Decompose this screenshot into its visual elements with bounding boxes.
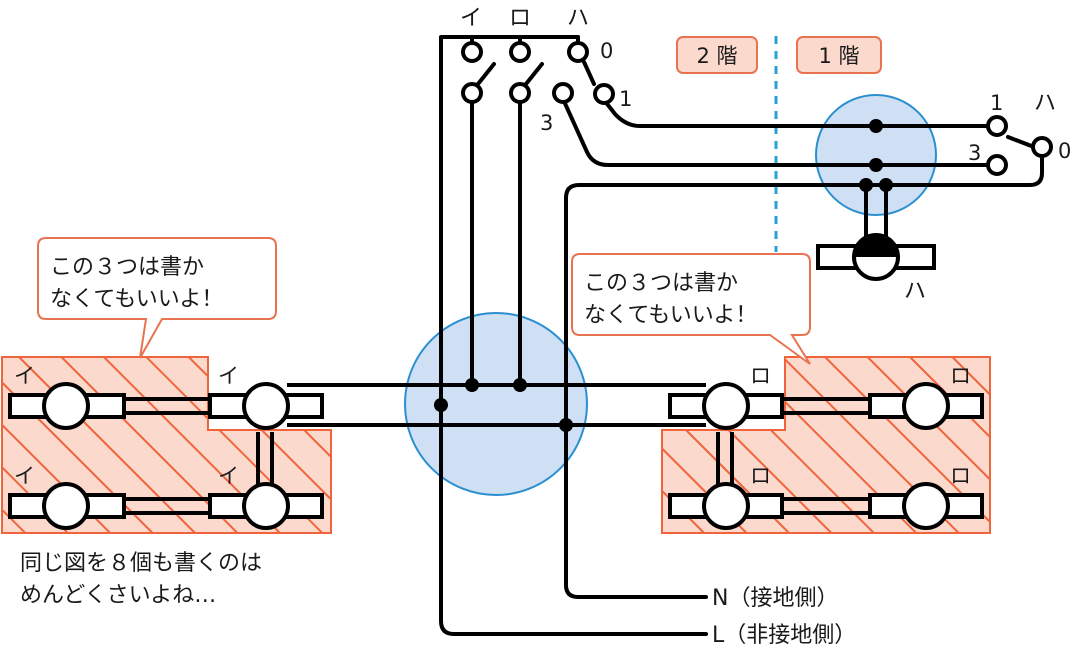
switch-label-ro: ロ xyxy=(509,6,531,31)
lamp-label-ro-tr: ロ xyxy=(950,364,971,388)
upper-contact-label-0: 0 xyxy=(1058,139,1071,163)
bottom-note-line-1: 同じ図を８個も書くのは xyxy=(20,551,262,576)
wires xyxy=(439,35,1044,636)
floor-2-label: 2 階 xyxy=(696,44,737,68)
lamp-label-ro-br: ロ xyxy=(950,464,971,488)
contact-label-3: 3 xyxy=(540,111,553,135)
callout-left-line-1: この３つは書か xyxy=(50,255,204,280)
callout-right-line-2: なくてもいいよ！ xyxy=(584,303,757,328)
floor-1-box xyxy=(796,36,882,74)
callout-right-line-1: この３つは書か xyxy=(584,271,738,296)
floor-2-box xyxy=(676,36,758,74)
junction-box-main xyxy=(404,312,588,496)
contact-label-1: 1 xyxy=(619,87,632,111)
lamp-label-ro-bm: ロ xyxy=(750,464,771,488)
lamp-label-i-tl: イ xyxy=(14,364,35,388)
neutral-label: N（接地側） xyxy=(712,586,838,611)
junction-dots xyxy=(434,119,893,432)
switch-label-i: イ xyxy=(460,6,482,31)
upper-contact-label-3: 3 xyxy=(968,141,981,165)
lamp-label-ro-main: ロ xyxy=(750,364,771,388)
callout-right xyxy=(571,253,811,365)
callout-left xyxy=(37,237,277,359)
upper-contact-label-1: 1 xyxy=(990,91,1003,115)
switch-terminals xyxy=(461,41,1053,176)
callout-left-line-2: なくてもいいよ！ xyxy=(50,287,223,312)
switch-blades xyxy=(476,60,1036,149)
switch-label-ha: ハ xyxy=(567,6,589,31)
junction-box-upper xyxy=(815,94,937,216)
lamp-label-i-bm: イ xyxy=(218,464,239,488)
bottom-note-line-2: めんどくさいよね… xyxy=(20,583,216,608)
lamp-label-ha: ハ xyxy=(904,279,926,304)
floor-1-label: 1 階 xyxy=(818,44,859,68)
lamp-label-i-main: イ xyxy=(218,364,239,388)
lamp-ha-cap xyxy=(854,235,898,257)
contact-label-0: 0 xyxy=(600,39,613,63)
live-label: L（非接地側） xyxy=(712,623,856,648)
lamp-label-i-bl: イ xyxy=(14,464,35,488)
lamp-cables xyxy=(88,383,888,515)
upper-switch-label-ha: ハ xyxy=(1034,91,1056,116)
